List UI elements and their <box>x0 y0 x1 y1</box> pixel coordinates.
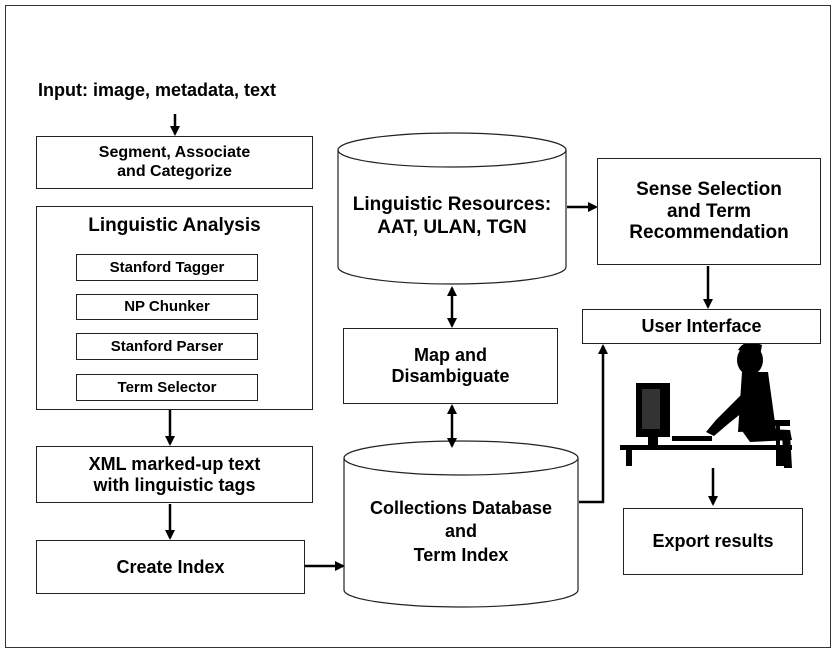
user-interface-box: User Interface <box>582 309 821 344</box>
stanford-parser-module: Stanford Parser <box>76 333 258 360</box>
collections-line2: and <box>444 521 477 542</box>
xml-line1: XML marked-up text <box>88 453 261 474</box>
collections-database-cylinder <box>343 440 579 608</box>
segment-line1: Segment, Associate <box>98 144 251 162</box>
term-selector-module: Term Selector <box>76 374 258 401</box>
xml-marked-up-text-box: XML marked-up text with linguistic tags <box>36 446 313 503</box>
diagram-frame <box>5 5 831 648</box>
person-at-computer-icon <box>620 342 792 468</box>
sense-selection-box: Sense Selection and Term Recommendation <box>597 158 821 265</box>
linguistic-resources-cylinder <box>337 132 567 285</box>
collections-line3: Term Index <box>413 544 509 565</box>
create-index-box: Create Index <box>36 540 305 594</box>
map-line2: Disambiguate <box>391 366 510 386</box>
sense-line2: and Term <box>666 200 752 222</box>
input-label: Input: image, metadata, text <box>38 80 277 100</box>
sense-line3: Recommendation <box>629 222 789 244</box>
xml-line2: with linguistic tags <box>93 474 256 495</box>
linguistic-resources-line1: Linguistic Resources: <box>352 194 552 215</box>
map-line1: Map and <box>413 345 487 366</box>
map-and-disambiguate-box: Map and Disambiguate <box>343 328 558 404</box>
export-results-box: Export results <box>623 508 803 575</box>
collections-line1: Collections Database <box>369 498 553 518</box>
linguistic-analysis-title: Linguistic Analysis <box>88 215 261 236</box>
sense-line1: Sense Selection <box>636 178 782 200</box>
np-chunker-module: NP Chunker <box>76 294 258 320</box>
collections-database-label: Collections Database and Term Index <box>344 497 578 567</box>
stanford-tagger-module: Stanford Tagger <box>76 254 258 281</box>
segment-line2: and Categorize <box>117 162 232 180</box>
segment-associate-categorize-box: Segment, Associate and Categorize <box>36 136 313 189</box>
arrow-collections-to-ui <box>579 344 608 504</box>
linguistic-resources-line2: AAT, ULAN, TGN <box>377 216 527 238</box>
linguistic-resources-label: Linguistic Resources: AAT, ULAN, TGN <box>338 194 566 240</box>
